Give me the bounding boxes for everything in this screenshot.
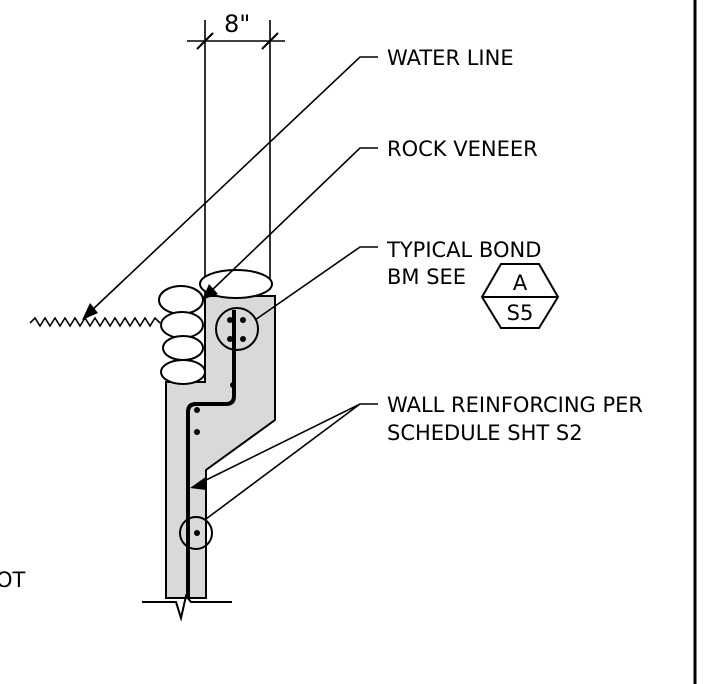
section-tag-sheet: S5 <box>507 301 534 325</box>
wall-reinf-arrow <box>190 476 207 490</box>
callout-water-line: WATER LINE <box>387 46 514 70</box>
callout-wall-reinf-line1: WALL REINFORCING PER <box>387 393 643 417</box>
section-tag[interactable]: A S5 <box>480 263 560 329</box>
wall-bar-circle <box>179 516 213 550</box>
section-tag-detail: A <box>513 271 528 295</box>
rock-veneer-arrow <box>202 284 218 300</box>
edge-text-fragment: OT <box>0 568 26 592</box>
bond-beam-leader <box>254 246 378 321</box>
bond-beam-circle <box>215 307 259 351</box>
callout-bond-beam-line1: TYPICAL BOND <box>386 238 541 262</box>
ground-zigzag-line <box>29 316 161 328</box>
rock-veneer-stones <box>158 269 273 385</box>
wall-reinforcing-bar <box>186 310 236 598</box>
water-line-arrow <box>82 303 98 320</box>
wall-reinf-leader <box>197 403 378 520</box>
rock-veneer-leader <box>209 147 378 293</box>
callout-wall-reinf-line2: SCHEDULE SHT S2 <box>387 421 583 445</box>
bond-beam-bars <box>194 317 246 536</box>
callout-bond-beam-line2: BM SEE <box>387 265 466 289</box>
break-line <box>142 593 232 622</box>
dimension-label: 8" <box>224 10 250 38</box>
water-line-leader <box>89 56 378 313</box>
dimension-8in: 8" <box>187 10 285 300</box>
callout-rock-veneer: ROCK VENEER <box>387 137 538 161</box>
